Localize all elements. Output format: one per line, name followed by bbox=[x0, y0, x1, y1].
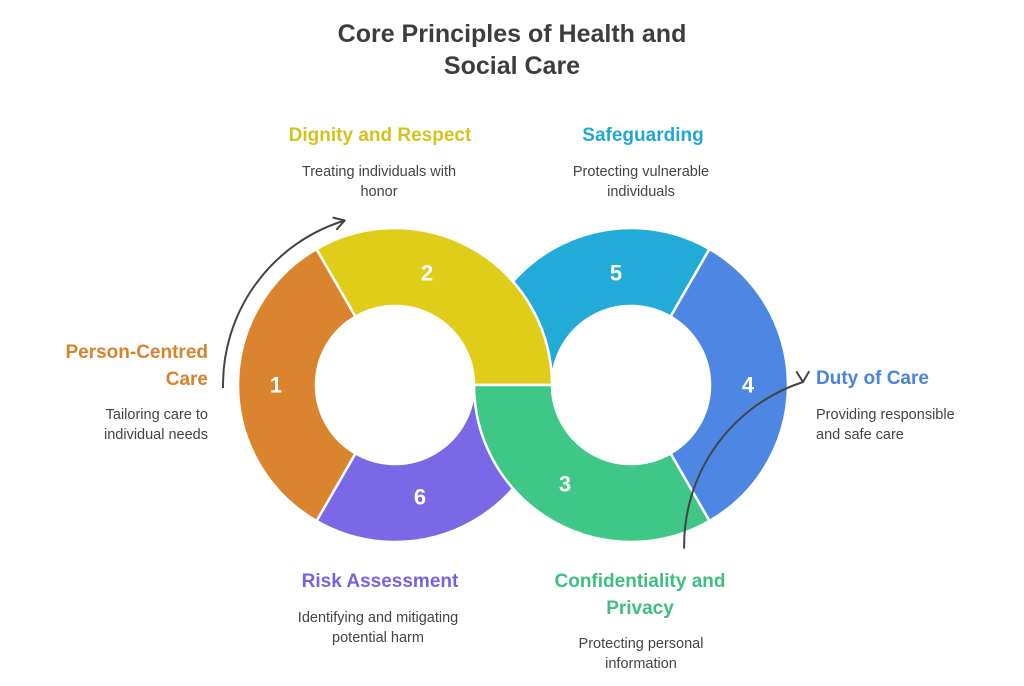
step-number-1: 1 bbox=[270, 373, 282, 398]
title-line-1: Core Principles of Health and bbox=[337, 20, 687, 48]
flow-arrow-right bbox=[683, 370, 810, 549]
flow-arrow-left bbox=[222, 216, 346, 389]
step-6-title: Risk Assessment bbox=[301, 571, 459, 592]
diagram-title: Core Principles of Health and Social Car… bbox=[0, 18, 1024, 82]
step-number-4: 4 bbox=[742, 373, 755, 398]
title-line-2: Social Care bbox=[443, 52, 581, 80]
ring-segment-1 bbox=[236, 247, 358, 523]
step-number-6: 6 bbox=[414, 485, 426, 510]
step-number-2: 2 bbox=[421, 261, 433, 286]
ring-segment-2 bbox=[314, 226, 554, 387]
ring-segment-3 bbox=[472, 383, 712, 544]
step-4-title: Duty of Care bbox=[816, 368, 929, 389]
step-2-title: Dignity and Respect bbox=[288, 125, 472, 146]
step-number-3: 3 bbox=[559, 472, 571, 497]
step-number-5: 5 bbox=[610, 261, 622, 286]
ring-segment-4 bbox=[668, 247, 790, 523]
step-5-title: Safeguarding bbox=[582, 125, 704, 146]
